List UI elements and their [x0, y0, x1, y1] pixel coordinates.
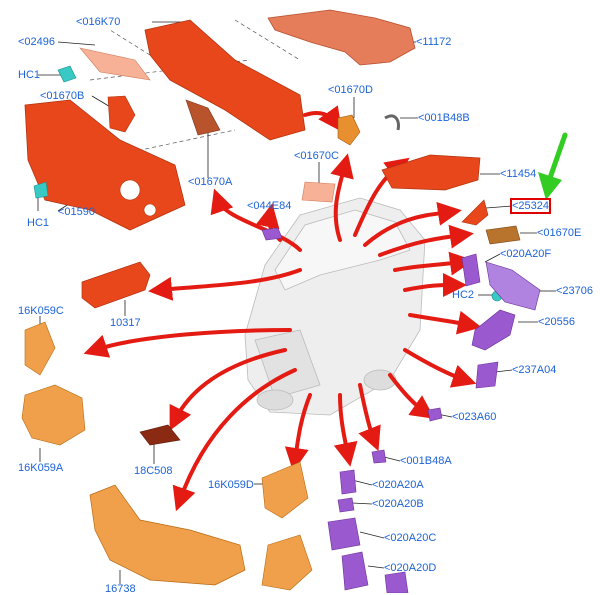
part-23706-bracket[interactable] — [485, 261, 541, 311]
label-044E84[interactable]: <044E84 — [247, 200, 292, 212]
label-11454[interactable]: <11454 — [500, 168, 537, 180]
label-25324-highlighted[interactable]: <25324 — [509, 198, 552, 214]
label-020A20C[interactable]: <020A20C — [384, 532, 437, 544]
red-arrows — [83, 105, 482, 512]
label-16K059A[interactable]: 16K059A — [18, 462, 64, 474]
part-237A04-pad[interactable] — [475, 361, 499, 389]
part-18C508-pad[interactable] — [139, 424, 181, 446]
part-01670B-pad[interactable] — [107, 95, 136, 133]
part-11172-floor-panel[interactable] — [267, 9, 416, 66]
label-01670D[interactable]: <01670D — [328, 84, 373, 96]
label-hc2[interactable]: HC2 — [452, 289, 475, 301]
label-11172[interactable]: <11172 — [416, 36, 452, 48]
label-01670C[interactable]: <01670C — [294, 150, 339, 162]
part-16738-insulator[interactable] — [89, 484, 246, 586]
label-10317[interactable]: 10317 — [110, 317, 141, 329]
label-20556[interactable]: <20556 — [538, 316, 576, 328]
label-023A60[interactable]: <023A60 — [452, 411, 497, 423]
label-237A04[interactable]: <237A04 — [512, 364, 557, 376]
label-hc1-top[interactable]: HC1 — [18, 69, 41, 81]
label-001B48A[interactable]: <001B48A — [400, 455, 452, 467]
part-020A20D-bracket[interactable] — [341, 551, 409, 593]
label-18C508[interactable]: 18C508 — [134, 465, 173, 477]
part-020A20A-bracket[interactable] — [339, 469, 357, 495]
label-01670A[interactable]: <01670A — [188, 176, 233, 188]
label-02496[interactable]: <02496 — [18, 36, 56, 48]
label-020A20D[interactable]: <020A20D — [384, 562, 437, 574]
part-016K70-cowl-panel[interactable] — [144, 19, 306, 141]
part-01670C-pad[interactable] — [301, 181, 336, 203]
label-016K70[interactable]: <016K70 — [76, 16, 121, 28]
part-01670A-pad[interactable] — [185, 99, 221, 136]
part-16K059C-insulator[interactable] — [24, 321, 56, 376]
green-pointer-arrow — [538, 132, 568, 200]
part-11454-panel[interactable] — [381, 154, 481, 191]
part-044E84-clip[interactable] — [261, 227, 283, 241]
part-01670E-pad[interactable] — [485, 225, 521, 245]
part-16K059A-insulator[interactable] — [21, 384, 86, 446]
part-020A20B-bracket[interactable] — [337, 497, 355, 513]
part-020A20F-bracket[interactable] — [461, 253, 481, 287]
label-16K059C[interactable]: 16K059C — [18, 305, 64, 317]
part-020A20C-bracket[interactable] — [327, 517, 361, 551]
label-01670E[interactable]: <01670E — [537, 227, 582, 239]
part-001B48B-clip[interactable] — [384, 114, 400, 131]
label-01670B[interactable]: <01670B — [40, 90, 85, 102]
label-16738[interactable]: 16738 — [105, 583, 136, 595]
label-01590[interactable]: <01590 — [58, 206, 96, 218]
label-020A20B[interactable]: <020A20B — [372, 498, 424, 510]
label-020A20F[interactable]: <020A20F — [500, 248, 552, 260]
label-16K059D[interactable]: 16K059D — [208, 479, 254, 491]
part-25324-pad[interactable] — [461, 199, 489, 226]
part-20556-bracket[interactable] — [471, 309, 516, 351]
part-001B48A-clip[interactable] — [371, 449, 387, 464]
part-hc1-bottom-clip[interactable] — [33, 181, 49, 199]
label-020A20A[interactable]: <020A20A — [372, 479, 424, 491]
part-hc1-top-clip[interactable] — [57, 65, 77, 83]
label-001B48B[interactable]: <001B48B — [418, 112, 470, 124]
label-hc1-bottom[interactable]: HC1 — [27, 217, 50, 229]
part-02496-bracket[interactable] — [79, 47, 151, 81]
label-23706[interactable]: <23706 — [556, 285, 594, 297]
part-01590-dash-panel[interactable] — [24, 99, 186, 231]
part-023A60-clip[interactable] — [427, 407, 443, 422]
part-16K059D-insulator[interactable] — [261, 461, 313, 591]
part-10317-bracket[interactable] — [81, 261, 151, 309]
part-01670D-pad[interactable] — [337, 114, 361, 146]
